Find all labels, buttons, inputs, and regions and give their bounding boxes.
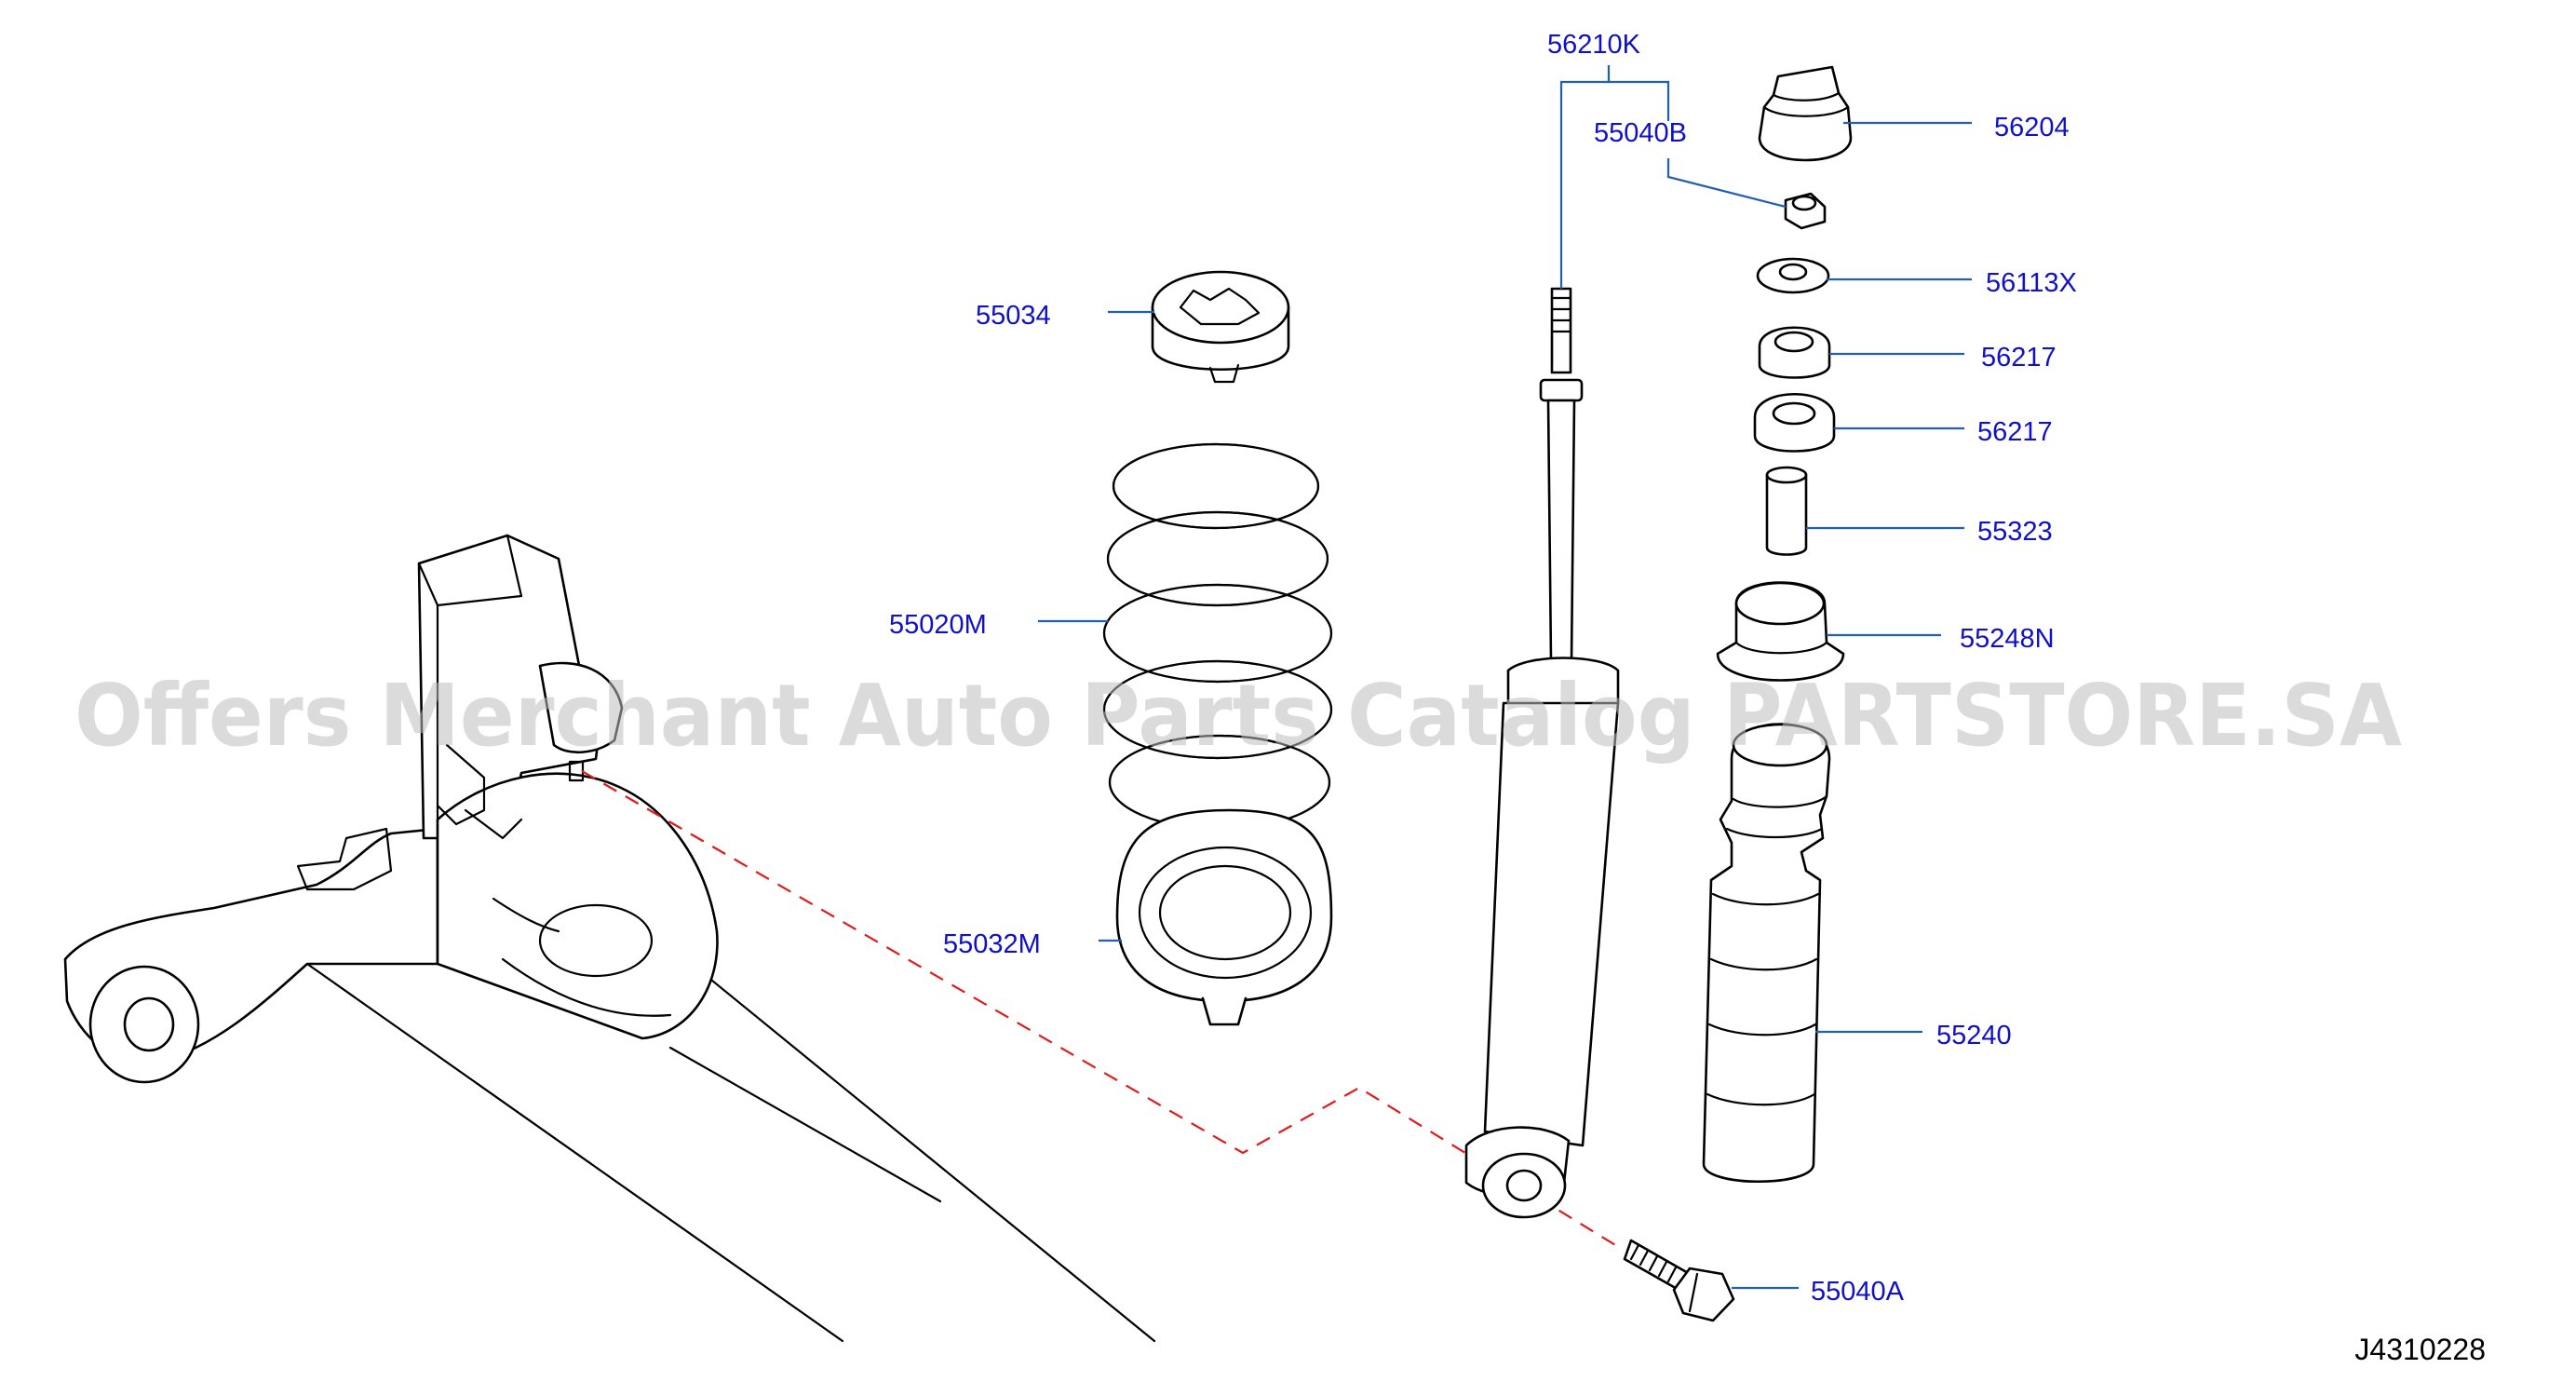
sleeve-55323-drawing (1765, 466, 1808, 556)
bushing-56217-lower-drawing (1753, 393, 1836, 453)
callout-55034[interactable]: 55034 (976, 301, 1051, 331)
diagram-code: J4310228 (2354, 1333, 2486, 1366)
mounting-bolt-drawing (1623, 1239, 1735, 1322)
nut-55040b-drawing (1784, 192, 1827, 230)
callout-56217-lower[interactable]: 56217 (1977, 417, 2053, 447)
callout-55040a[interactable]: 55040A (1811, 1277, 1905, 1307)
callout-56210k[interactable]: 56210K (1547, 30, 1641, 60)
leader-56210k (1559, 65, 1670, 289)
rear-axle-beam-drawing (63, 534, 1156, 1343)
leader-55040b (1666, 158, 1787, 209)
callout-55240[interactable]: 55240 (1936, 1021, 2012, 1050)
callout-56113x[interactable]: 56113X (1986, 268, 2077, 298)
watermark-text: Offers Merchant Auto Parts Catalog PARTS… (74, 666, 2402, 766)
upper-spring-seat-drawing (1151, 270, 1290, 384)
callout-55032m[interactable]: 55032M (943, 929, 1041, 959)
shock-absorber-drawing (1464, 287, 1620, 1219)
lower-spring-seat-drawing (1115, 808, 1333, 1026)
callout-55040b[interactable]: 55040B (1594, 118, 1687, 148)
bump-stop-55248n-drawing (1716, 581, 1845, 682)
callout-56217-upper[interactable]: 56217 (1981, 343, 2057, 373)
dust-boot-55240-drawing (1702, 723, 1831, 1183)
callout-56204[interactable]: 56204 (1994, 113, 2070, 142)
coil-spring-drawing (1102, 442, 1333, 831)
bushing-56217-upper-drawing (1758, 326, 1831, 379)
callout-55323[interactable]: 55323 (1977, 517, 2053, 547)
callout-55248n[interactable]: 55248N (1960, 624, 2055, 654)
washer-56113x-drawing (1756, 257, 1830, 294)
cap-56204-drawing (1758, 65, 1853, 162)
callout-55020m[interactable]: 55020M (889, 610, 987, 640)
mounting-link-dashed-line (581, 770, 1621, 1249)
